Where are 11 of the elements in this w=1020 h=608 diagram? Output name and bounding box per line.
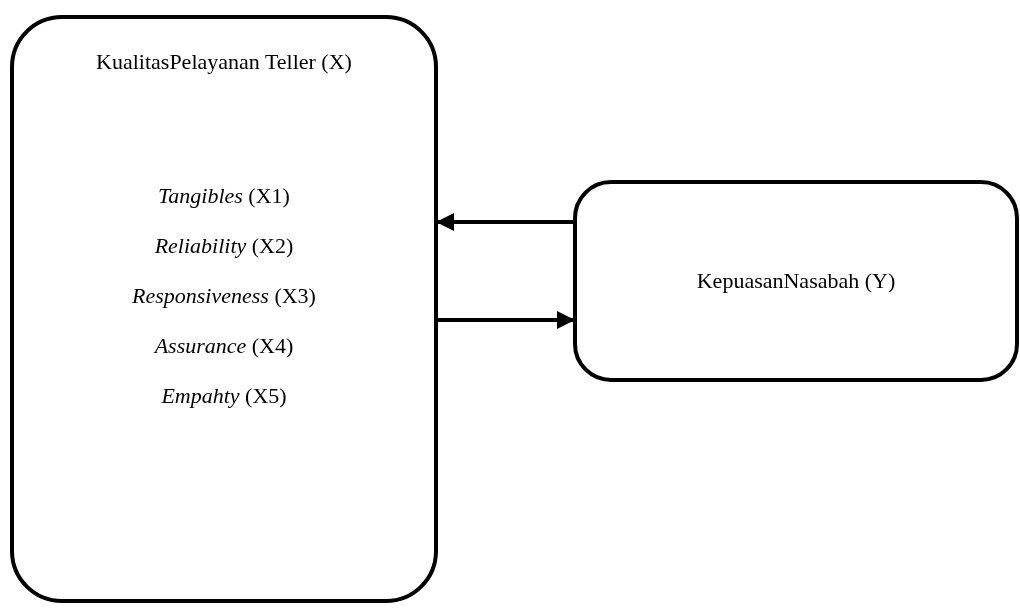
box-text: Reliability (X2) <box>154 232 294 260</box>
arrow <box>436 311 575 329</box>
rounded-box <box>573 180 1019 382</box>
rounded-box <box>10 15 438 603</box>
box-text: Assurance (X4) <box>154 332 294 360</box>
box-text: Empahty (X5) <box>161 382 287 410</box>
box-text: KepuasanNasabah (Y) <box>696 267 896 295</box>
arrow <box>436 213 575 231</box>
box-text: Responsiveness (X3) <box>132 282 316 310</box>
box-heading: KualitasPelayanan Teller (X) <box>96 48 352 76</box>
box-text: Tangibles (X1) <box>158 182 290 210</box>
